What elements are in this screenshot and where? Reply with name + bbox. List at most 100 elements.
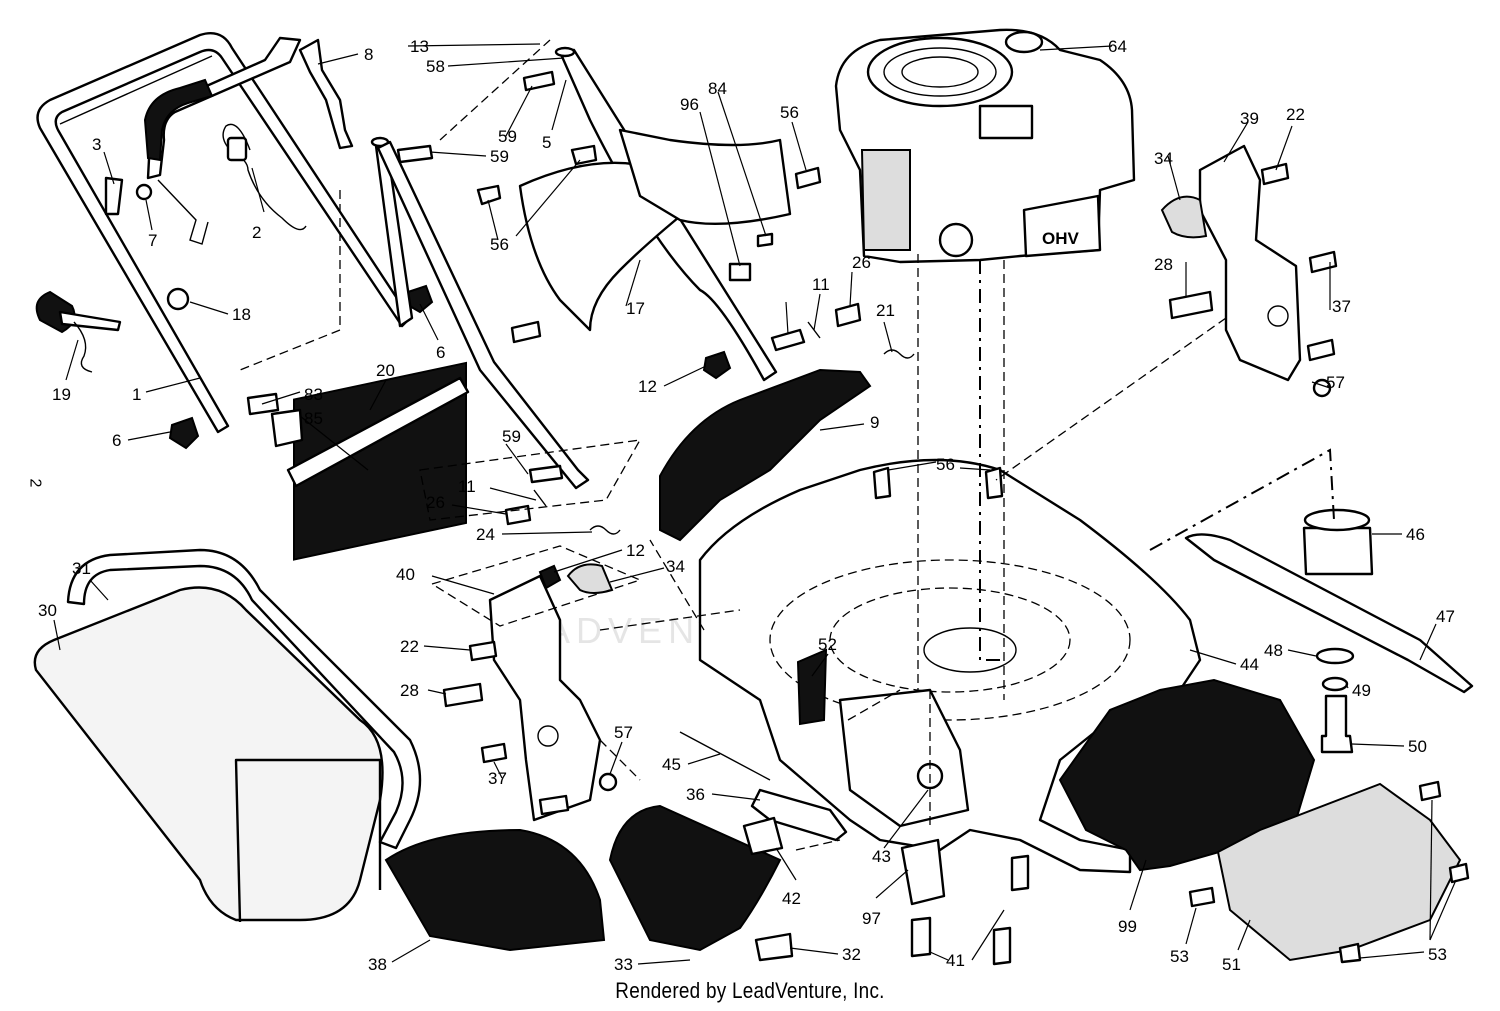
bracket-3 <box>104 176 124 216</box>
nut-57b <box>598 772 618 792</box>
callout: 19 <box>52 385 71 404</box>
callout: 51 <box>1222 955 1241 974</box>
bracket-85 <box>270 408 304 448</box>
spacer-18 <box>166 287 190 311</box>
bracket-39 <box>1198 144 1302 382</box>
bolt-26b <box>834 302 862 328</box>
bracket-97 <box>900 838 946 906</box>
bolt-41c <box>1010 854 1030 892</box>
bolt-59a <box>396 144 434 164</box>
callout: 12 <box>638 377 657 396</box>
callout: 57 <box>1326 373 1345 392</box>
callout: 34 <box>1154 149 1173 168</box>
bolt-56a <box>476 184 502 206</box>
callout: 30 <box>38 601 57 620</box>
leader-lines <box>53 43 1457 965</box>
bag-frame-31 <box>66 548 422 850</box>
callout: 28 <box>400 681 419 700</box>
callout: 59 <box>498 127 517 146</box>
callout: 57 <box>614 723 633 742</box>
callout: 22 <box>1286 105 1305 124</box>
callout: 26 <box>852 253 871 272</box>
callout: 43 <box>872 847 891 866</box>
callout-labels: 1 2 3 5 6 6 7 8 9 11 11 12 12 13 17 18 1… <box>38 37 1455 974</box>
callout: 7 <box>148 231 157 250</box>
bracket-36 <box>750 788 848 842</box>
latch-32 <box>754 932 794 962</box>
callout: 45 <box>662 755 681 774</box>
bolt-22b <box>468 640 498 662</box>
callout: 9 <box>870 413 879 432</box>
bolt-56c <box>510 320 542 344</box>
callout: 13 <box>410 37 429 56</box>
spring-21 <box>883 349 915 359</box>
callout: 12 <box>626 541 645 560</box>
bolt-7 <box>135 183 153 201</box>
clip-96 <box>728 262 752 282</box>
callout: 1 <box>132 385 141 404</box>
height-knob-34a <box>1160 195 1208 239</box>
height-knob-34b <box>566 563 614 594</box>
callout: 48 <box>1264 641 1283 660</box>
pin-11a <box>533 489 547 507</box>
callout: 41 <box>946 951 965 970</box>
bolt-41a <box>910 916 932 958</box>
bolt-37d <box>1306 338 1336 362</box>
callout: 31 <box>72 559 91 578</box>
rod-45 <box>679 731 771 781</box>
callout: 40 <box>396 565 415 584</box>
grass-bag <box>33 586 384 923</box>
flap-38 <box>384 828 606 952</box>
control-bail <box>143 36 302 245</box>
bolt-53d <box>1338 942 1362 964</box>
handle-knob-left <box>35 290 122 373</box>
side-mark: 2 <box>26 478 44 488</box>
bolt-28a <box>1168 290 1214 320</box>
callout: 49 <box>1352 681 1371 700</box>
callout: 56 <box>780 103 799 122</box>
callout: 46 <box>1406 525 1425 544</box>
knob-12a <box>702 350 732 380</box>
callout: 64 <box>1108 37 1127 56</box>
bolt-59d <box>770 328 806 352</box>
callout: 2 <box>252 223 261 242</box>
blade-47 <box>1184 533 1474 694</box>
cable <box>222 123 307 231</box>
bolt-53c <box>1448 862 1470 884</box>
bolt-59c <box>528 464 564 484</box>
callout: 34 <box>666 557 685 576</box>
engine: OHV <box>834 28 1136 264</box>
spring-24 <box>589 525 621 535</box>
callout: 20 <box>376 361 395 380</box>
callout: 11 <box>812 275 830 294</box>
bolt-56b <box>570 144 598 166</box>
bolt-37c <box>538 794 570 816</box>
callout: 36 <box>686 785 705 804</box>
callout: 37 <box>1332 297 1351 316</box>
callout: 37 <box>488 769 507 788</box>
callout: 6 <box>112 431 121 450</box>
callout: 11 <box>458 477 476 496</box>
bolt-50 <box>1320 694 1354 754</box>
callout: 84 <box>708 79 727 98</box>
callout: 83 <box>304 385 323 404</box>
callout: 24 <box>476 525 495 544</box>
rear-skirt-9 <box>659 368 872 542</box>
spring-42 <box>742 816 784 856</box>
callout: 8 <box>364 45 373 64</box>
callout: 3 <box>92 135 101 154</box>
callout: 18 <box>232 305 251 324</box>
bolt-56f <box>984 466 1004 500</box>
callout: 42 <box>782 889 801 908</box>
bracket-40 <box>488 574 602 822</box>
callout: 17 <box>626 299 645 318</box>
upper-handle <box>36 31 412 434</box>
callout: 85 <box>304 409 323 428</box>
washer-48 <box>1315 647 1355 665</box>
throttle-lever <box>298 38 354 150</box>
callout: 44 <box>1240 655 1259 674</box>
callout: 99 <box>1118 917 1137 936</box>
washer-49 <box>1321 676 1349 692</box>
callout: 97 <box>862 909 881 928</box>
